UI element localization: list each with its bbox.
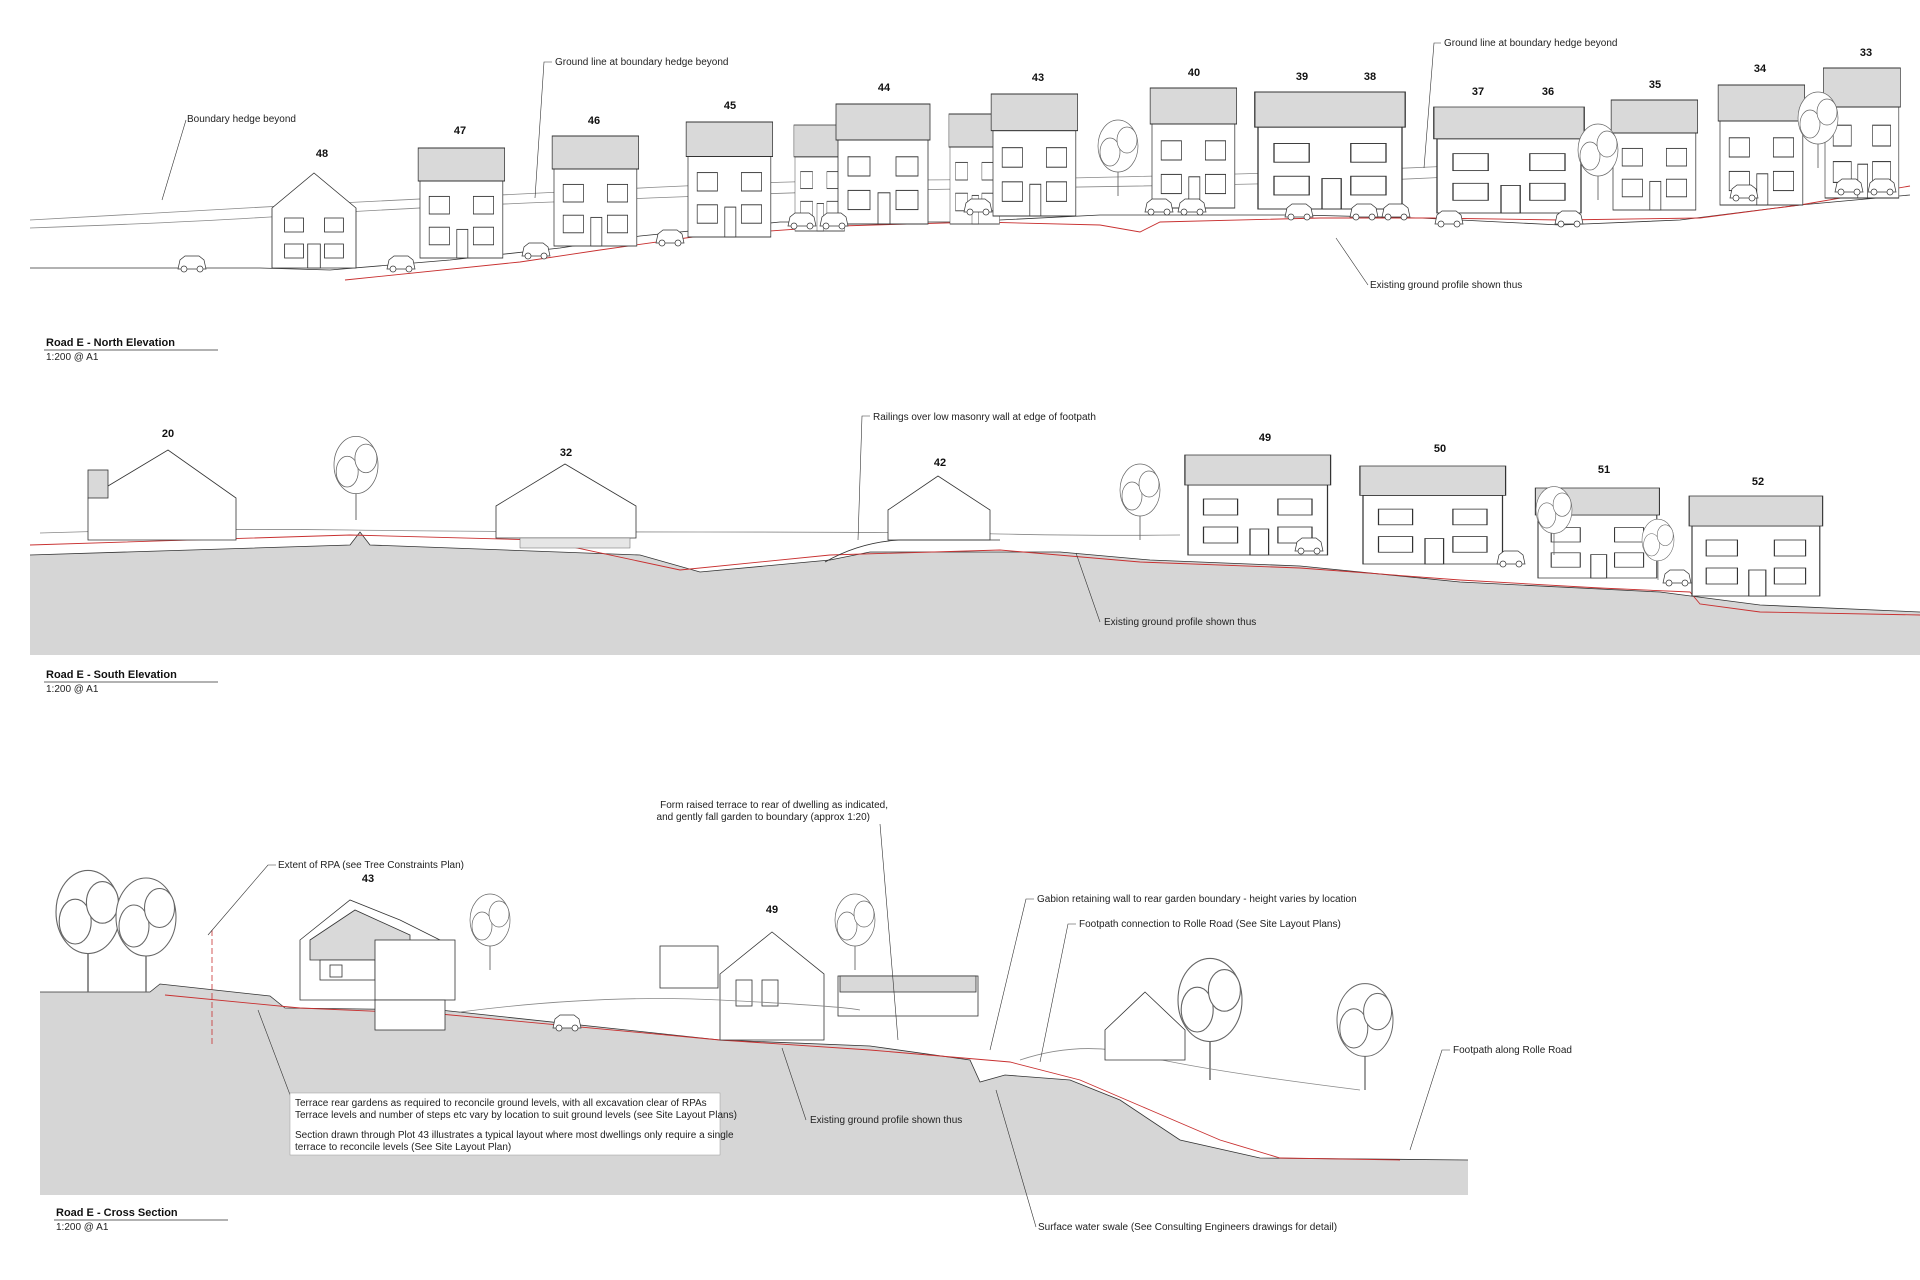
south-title: Road E - South Elevation: [46, 669, 177, 681]
note-railings: Railings over low masonry wall at edge o…: [873, 412, 1096, 423]
plot-number: 42: [934, 457, 946, 469]
plot-number: 49: [766, 904, 778, 916]
note-terrace-1: Form raised terrace to rear of dwelling …: [660, 800, 888, 811]
plot-number: 47: [454, 125, 466, 137]
south-scale: 1:200 @ A1: [46, 684, 99, 695]
plot-number: 46: [588, 115, 600, 127]
plot-number: 45: [724, 100, 736, 112]
south-houses: [87, 449, 1824, 597]
section-house-49: [659, 931, 979, 1041]
note-box-line: Terrace levels and number of steps etc v…: [295, 1110, 737, 1121]
note-footpath-connection: Footpath connection to Rolle Road (See S…: [1079, 919, 1341, 930]
north-houses: [271, 67, 1901, 269]
section-title: Road E - Cross Section: [56, 1207, 178, 1219]
north-elevation: 48 47 46 45 44 43 40 39 38 37 36 35 34 3…: [29, 38, 1911, 363]
note-boundary-hedge: Boundary hedge beyond: [187, 114, 296, 125]
notes-box: [289, 1092, 721, 1156]
plot-number: 39: [1296, 71, 1308, 83]
note-box-line: Terrace rear gardens as required to reco…: [295, 1098, 707, 1109]
plot-number: 33: [1860, 47, 1872, 59]
section-house-43: [299, 899, 456, 1031]
note-rpa: Extent of RPA (see Tree Constraints Plan…: [278, 860, 464, 871]
south-plot-numbers: 20 32 42 49 50 51 52: [162, 428, 1764, 488]
plot-number: 52: [1752, 476, 1764, 488]
note-box-line: Section drawn through Plot 43 illustrate…: [295, 1130, 734, 1141]
plot-number: 37: [1472, 86, 1484, 98]
section-scale: 1:200 @ A1: [56, 1222, 109, 1233]
plot-number: 49: [1259, 432, 1271, 444]
plot-number: 48: [316, 148, 328, 160]
north-scale: 1:200 @ A1: [46, 352, 99, 363]
plot-number: 32: [560, 447, 572, 459]
south-ground: [30, 532, 1920, 655]
note-existing-profile: Existing ground profile shown thus: [810, 1115, 962, 1126]
plot-number: 43: [1032, 72, 1044, 84]
plot-number: 20: [162, 428, 174, 440]
note-box-line: terrace to reconcile levels (See Site La…: [295, 1142, 511, 1153]
note-gabion: Gabion retaining wall to rear garden bou…: [1037, 894, 1357, 905]
note-existing-profile: Existing ground profile shown thus: [1104, 617, 1256, 628]
plot-number: 35: [1649, 79, 1661, 91]
plot-number: 50: [1434, 443, 1446, 455]
north-title: Road E - North Elevation: [46, 337, 175, 349]
cross-section: 43 49 Form raised terrace to rear of dwe…: [40, 800, 1572, 1233]
south-elevation: 20 32 42 49 50 51 52 Railings over low m…: [29, 412, 1920, 695]
note-swale: Surface water swale (See Consulting Engi…: [1038, 1222, 1337, 1233]
plot-number: 38: [1364, 71, 1376, 83]
note-ground-line: Ground line at boundary hedge beyond: [1444, 38, 1617, 49]
note-footpath-rolle: Footpath along Rolle Road: [1453, 1045, 1572, 1056]
note-ground-line: Ground line at boundary hedge beyond: [555, 57, 728, 68]
note-terrace-2: and gently fall garden to boundary (appr…: [657, 812, 870, 823]
plot-number: 44: [878, 82, 891, 94]
north-plot-numbers: 48 47 46 45 44 43 40 39 38 37 36 35 34 3…: [316, 47, 1872, 160]
plot-number: 40: [1188, 67, 1200, 79]
plot-number: 43: [362, 873, 374, 885]
plot-number: 36: [1542, 86, 1554, 98]
plot-number: 34: [1754, 63, 1767, 75]
plot-number: 51: [1598, 464, 1610, 476]
note-existing-profile: Existing ground profile shown thus: [1370, 280, 1522, 291]
